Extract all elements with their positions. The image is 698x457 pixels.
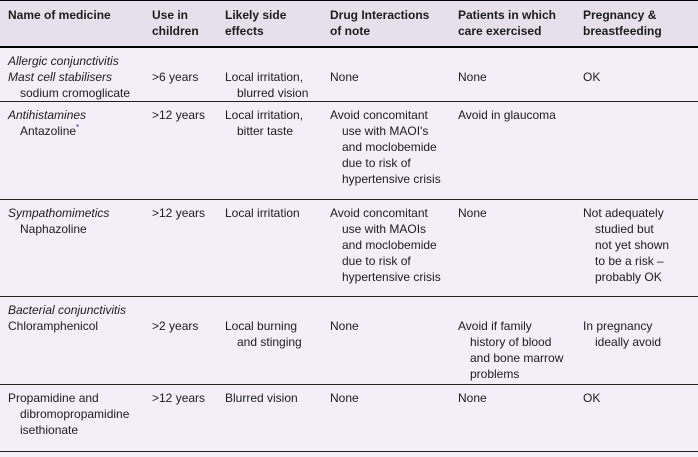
medicine-class: Sympathomimetics	[8, 206, 110, 220]
pregnancy-cell: OK	[583, 391, 601, 405]
table-row: Bacterial conjunctivitis Chloramphenicol…	[0, 297, 698, 385]
pregnancy-cell: Not adequately studied but not yet shown…	[583, 206, 670, 284]
patients-care-cell: None	[458, 206, 487, 220]
column-header-use-in-children: Use in children	[152, 8, 199, 38]
table-row: Antihistamines Antazoline* >12 years Loc…	[0, 102, 698, 200]
use-in-children-cell: >12 years	[152, 206, 206, 220]
column-header-patients-care: Patients in which care exercised	[458, 8, 557, 38]
drug-interactions-cell: None	[330, 70, 359, 84]
drug-interactions-cell: Avoid concomitant use with MAOI's and mo…	[330, 108, 441, 186]
table-header-row: Name of medicine Use in children Likely …	[0, 1, 698, 48]
table-row: Sympathomimetics Naphazoline >12 years L…	[0, 200, 698, 297]
section-heading-bacterial-conjunctivitis: Bacterial conjunctivitis	[8, 303, 127, 317]
medicine-class: Antihistamines	[8, 108, 87, 122]
pregnancy-cell	[583, 107, 698, 187]
medicine-drug: Antazoline*	[8, 123, 146, 139]
patients-care-cell: None	[458, 391, 487, 405]
table-row: Propamidine and dibromopropamidine iseth…	[0, 385, 698, 452]
side-effects-cell: Local irritation, blurred vision	[225, 70, 309, 100]
side-effects-cell: Local burning and stinging	[225, 319, 302, 349]
column-header-pregnancy-breastfeeding: Pregnancy & breastfeeding	[583, 8, 662, 38]
drug-interactions-cell: None	[330, 319, 359, 333]
medicine-drug: sodium cromoglicate	[20, 86, 131, 100]
use-in-children-cell: >2 years	[152, 319, 199, 333]
medicine-drug: Naphazoline	[20, 222, 87, 236]
side-effects-cell: Local irritation	[225, 206, 300, 220]
pregnancy-cell: OK	[583, 70, 601, 84]
pregnancy-cell: In pregnancy ideally avoid	[583, 319, 662, 349]
column-header-name-of-medicine: Name of medicine	[8, 8, 111, 22]
use-in-children-cell: >12 years	[152, 391, 206, 405]
patients-care-cell: None	[458, 70, 487, 84]
use-in-children-cell: >6 years	[152, 70, 199, 84]
medicine-name-cell: Mast cell stabilisers sodium cromoglicat…	[8, 69, 152, 101]
medicine-name-cell: Antihistamines Antazoline*	[8, 107, 152, 187]
column-header-likely-side-effects: Likely side effects	[225, 8, 287, 38]
side-effects-cell: Local irritation, bitter taste	[225, 108, 304, 138]
use-in-children-cell: >12 years	[152, 108, 206, 122]
medicine-name-cell: Propamidine and dibromopropamidine iseth…	[8, 391, 130, 437]
medicine-name-cell: Sympathomimetics Naphazoline	[8, 205, 152, 285]
medicine-class: Mast cell stabilisers	[8, 70, 113, 84]
patients-care-cell: Avoid in glaucoma	[458, 108, 556, 122]
drug-interactions-cell: None	[330, 391, 359, 405]
patients-care-cell: Avoid if family history of blood and bon…	[458, 319, 564, 381]
side-effects-cell: Blurred vision	[225, 391, 298, 405]
table-row: Allergic conjunctivitis Mast cell stabil…	[0, 48, 698, 102]
footnote-marker: *	[76, 123, 80, 132]
medicine-name-cell: Chloramphenicol	[8, 319, 99, 333]
section-heading-allergic-conjunctivitis: Allergic conjunctivitis	[8, 54, 119, 68]
column-header-drug-interactions: Drug Interactions of note	[330, 8, 430, 38]
drug-interactions-cell: Avoid concomitant use with MAOIs and moc…	[330, 206, 441, 284]
medicine-drug-text: Antazoline	[20, 124, 77, 138]
